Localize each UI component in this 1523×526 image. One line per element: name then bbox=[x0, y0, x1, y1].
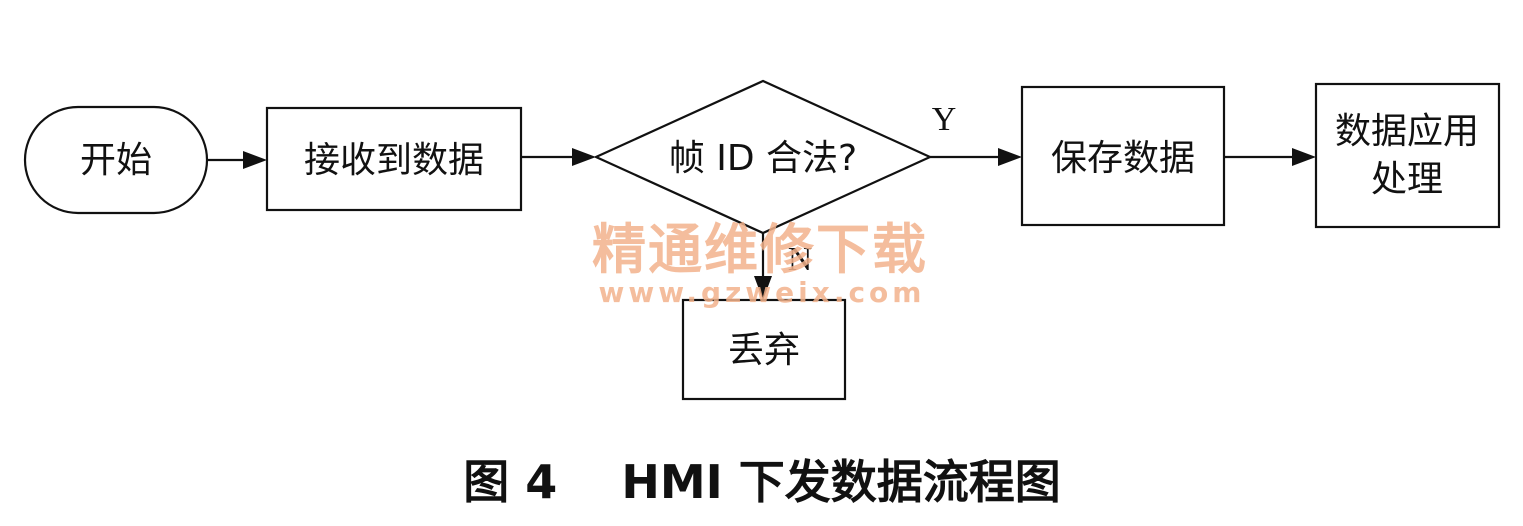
start-label: 开始 bbox=[80, 140, 152, 181]
discard-label: 丢弃 bbox=[728, 330, 800, 371]
arrowhead bbox=[754, 276, 772, 300]
no-branch-label: N bbox=[788, 241, 813, 278]
arrowhead bbox=[998, 148, 1022, 166]
data-application-node bbox=[1314, 82, 1501, 229]
save-data-node bbox=[1020, 85, 1226, 227]
receive-data-label: 接收到数据 bbox=[304, 140, 484, 181]
watermark-text: 精通维修下载 bbox=[592, 218, 928, 281]
receive-data-node bbox=[265, 106, 523, 212]
save-data-label: 保存数据 bbox=[1051, 138, 1195, 179]
arrowhead bbox=[572, 148, 596, 166]
discard-node bbox=[681, 298, 847, 401]
figure-caption: 图 4 HMI 下发数据流程图 bbox=[463, 455, 1060, 509]
data-application-label-line2: 处理 bbox=[1371, 159, 1443, 200]
frame-id-decision-label: 帧 ID 合法? bbox=[669, 138, 857, 179]
data-application-label-line1: 数据应用 bbox=[1335, 111, 1479, 152]
arrowhead bbox=[243, 151, 267, 169]
watermark-url: www.gzweix.com bbox=[599, 276, 926, 309]
arrowhead bbox=[1292, 148, 1316, 166]
yes-branch-label: Y bbox=[932, 101, 957, 138]
